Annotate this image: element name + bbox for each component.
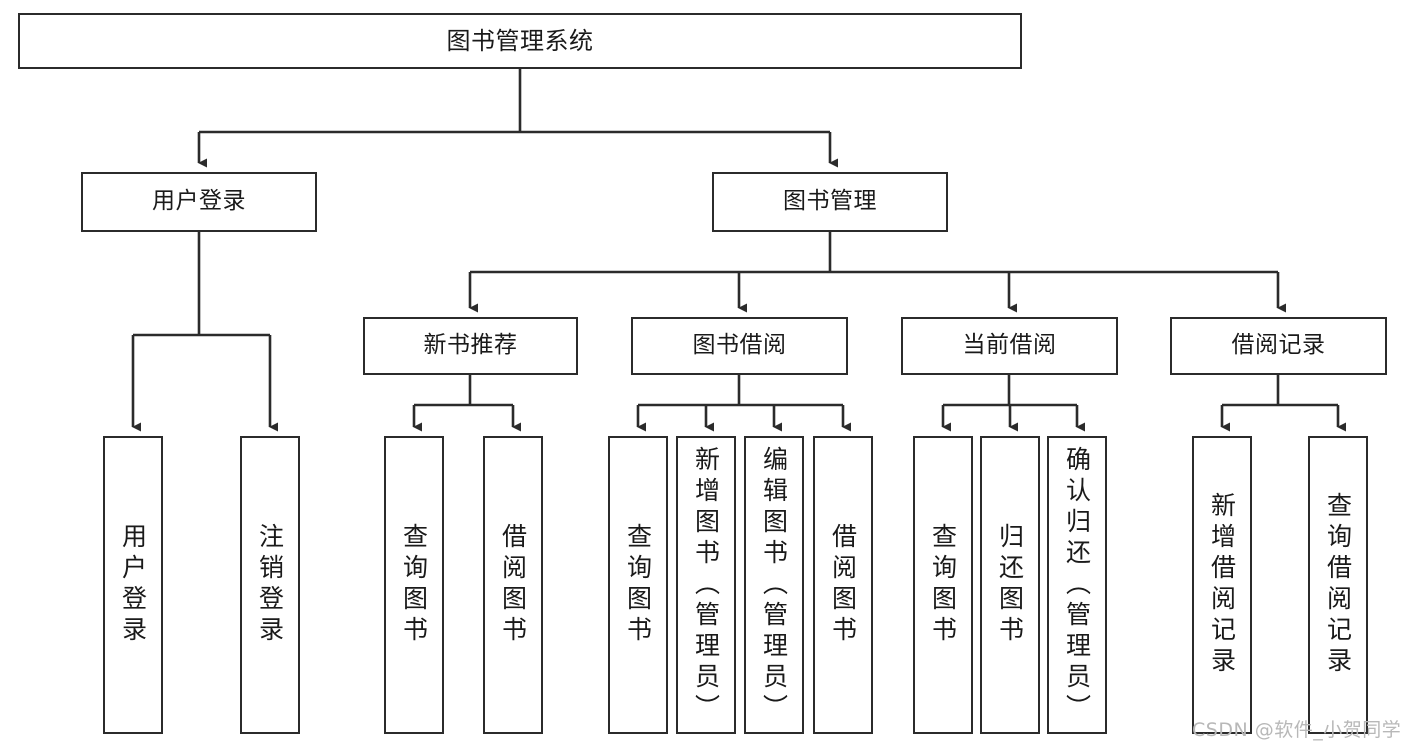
leaf-logout[interactable]: 注销登录 <box>240 436 300 734</box>
node-new-book-recommend[interactable]: 新书推荐 <box>363 317 578 375</box>
leaf-user-login[interactable]: 用户登录 <box>103 436 163 734</box>
node-book-management[interactable]: 图书管理 <box>712 172 948 232</box>
leaf-bb-edit-book[interactable]: 编辑图书（管理员） <box>744 436 804 734</box>
node-label: 查询图书 <box>623 523 653 647</box>
node-label: 借阅图书 <box>828 523 858 647</box>
node-label: 查询图书 <box>399 523 429 647</box>
node-label: 归还图书 <box>995 523 1025 647</box>
node-label: 借阅图书 <box>498 523 528 647</box>
node-current-borrow[interactable]: 当前借阅 <box>901 317 1118 375</box>
node-borrow-record[interactable]: 借阅记录 <box>1170 317 1387 375</box>
node-label: 当前借阅 <box>962 332 1057 359</box>
node-label: 新书推荐 <box>423 332 518 359</box>
node-label: 图书管理 <box>783 188 877 215</box>
leaf-nb-borrow-book[interactable]: 借阅图书 <box>483 436 543 734</box>
leaf-cb-confirm-return[interactable]: 确认归还（管理员） <box>1047 436 1107 734</box>
leaf-bb-borrow-book[interactable]: 借阅图书 <box>813 436 873 734</box>
node-label: 确认归还（管理员） <box>1062 445 1092 725</box>
node-label: 用户登录 <box>118 523 148 647</box>
node-book-borrow[interactable]: 图书借阅 <box>631 317 848 375</box>
node-label: 注销登录 <box>255 523 285 647</box>
leaf-cb-return-book[interactable]: 归还图书 <box>980 436 1040 734</box>
node-label: 图书管理系统 <box>446 26 594 55</box>
node-label: 图书借阅 <box>692 332 787 359</box>
node-label: 新增图书（管理员） <box>691 445 721 725</box>
node-label: 查询图书 <box>928 523 958 647</box>
node-label: 新增借阅记录 <box>1207 492 1237 678</box>
leaf-br-add-record[interactable]: 新增借阅记录 <box>1192 436 1252 734</box>
leaf-bb-query-book[interactable]: 查询图书 <box>608 436 668 734</box>
node-label: 借阅记录 <box>1231 332 1326 359</box>
node-label: 查询借阅记录 <box>1323 492 1353 678</box>
node-label: 用户登录 <box>152 188 246 215</box>
leaf-br-query-record[interactable]: 查询借阅记录 <box>1308 436 1368 734</box>
leaf-bb-add-book[interactable]: 新增图书（管理员） <box>676 436 736 734</box>
node-root-system[interactable]: 图书管理系统 <box>18 13 1022 69</box>
leaf-cb-query-book[interactable]: 查询图书 <box>913 436 973 734</box>
node-label: 编辑图书（管理员） <box>759 445 789 725</box>
node-user-login[interactable]: 用户登录 <box>81 172 317 232</box>
leaf-nb-query-book[interactable]: 查询图书 <box>384 436 444 734</box>
